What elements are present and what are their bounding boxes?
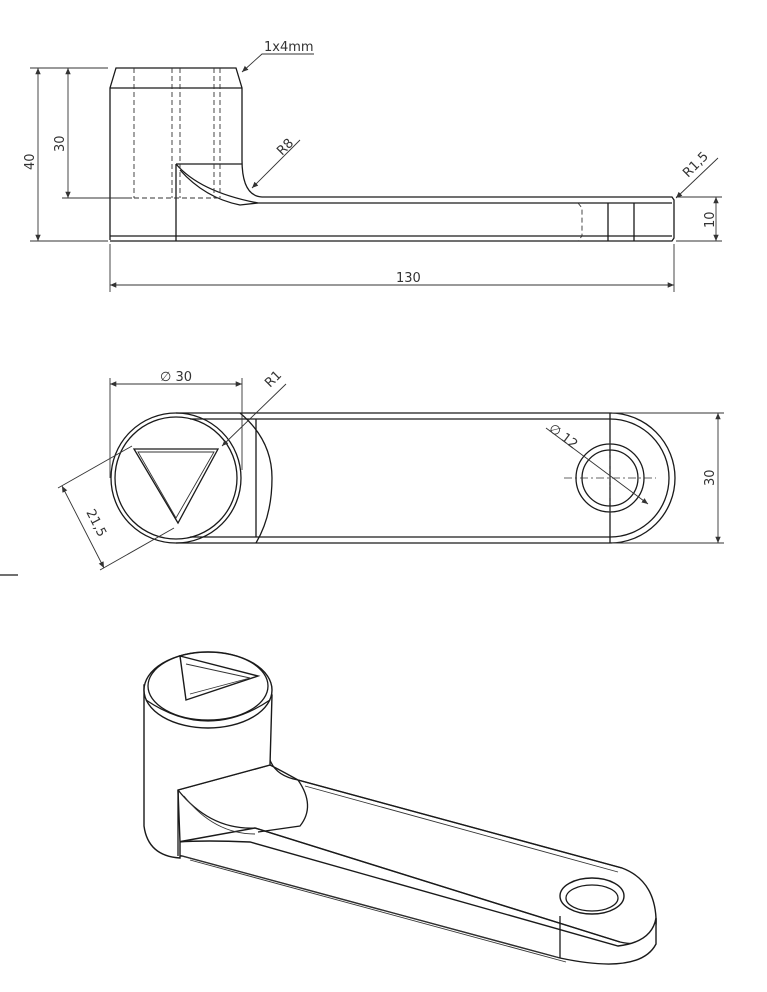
arm-thickness-label: 10 bbox=[703, 211, 718, 228]
front-view-labels: 1x4mm R8 R1,5 40 30 10 130 bbox=[23, 40, 718, 286]
fillet-radius-label: R8 bbox=[274, 136, 297, 159]
width-label: 30 bbox=[703, 469, 718, 486]
front-view bbox=[30, 53, 722, 292]
hole-diameter-label: ∅ 12 bbox=[546, 421, 581, 452]
isometric-view bbox=[143, 651, 657, 965]
end-radius-label: R1,5 bbox=[680, 149, 712, 181]
corner-radius-label: R1 bbox=[262, 368, 285, 391]
chamfer-label: 1x4mm bbox=[264, 40, 314, 55]
top-view-labels: ∅ 30 R1 21,5 ∅ 12 30 bbox=[82, 368, 718, 540]
triangle-size-label: 21,5 bbox=[82, 507, 109, 540]
length-label: 130 bbox=[396, 271, 421, 286]
height-boss-label: 30 bbox=[53, 135, 68, 152]
top-view bbox=[0, 378, 724, 576]
boss-diameter-label: ∅ 30 bbox=[160, 370, 192, 385]
height-total-label: 40 bbox=[23, 153, 38, 170]
